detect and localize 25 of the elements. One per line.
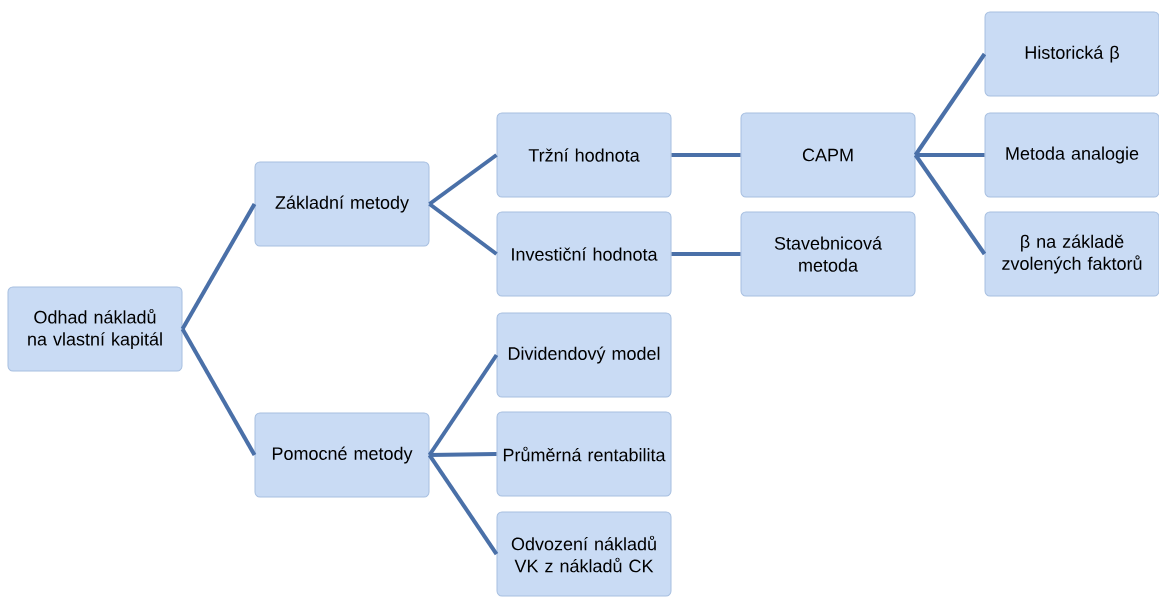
connector-line bbox=[671, 252, 741, 256]
method-box: Pomocné metody bbox=[254, 412, 430, 498]
connector-line bbox=[180, 328, 257, 456]
method-box: CAPM bbox=[740, 112, 916, 198]
connector-line bbox=[913, 52, 987, 157]
method-box: Průměrná rentabilita bbox=[496, 411, 672, 497]
method-box: Stavebnicová metoda bbox=[740, 211, 916, 297]
method-box: Investiční hodnota bbox=[496, 211, 672, 297]
method-box: Tržní hodnota bbox=[496, 112, 672, 198]
connector-line bbox=[180, 203, 257, 330]
method-box: Odhad nákladů na vlastní kapitál bbox=[7, 286, 183, 372]
method-box: Historická β bbox=[984, 11, 1159, 97]
connector-line bbox=[427, 453, 499, 556]
connector-line bbox=[427, 353, 499, 457]
method-box: β na základě zvolených faktorů bbox=[984, 211, 1159, 297]
method-box: Dividendový model bbox=[496, 312, 672, 398]
method-box: Odvození nákladů VK z nákladů CK bbox=[496, 511, 672, 597]
connector-line bbox=[915, 153, 985, 157]
connector-line bbox=[913, 153, 987, 256]
connector-line bbox=[429, 452, 497, 457]
method-box: Základní metody bbox=[254, 161, 430, 247]
connector-line bbox=[428, 202, 498, 256]
connector-line bbox=[671, 153, 741, 157]
connector-line bbox=[428, 153, 498, 206]
method-box: Metoda analogie bbox=[984, 112, 1159, 198]
